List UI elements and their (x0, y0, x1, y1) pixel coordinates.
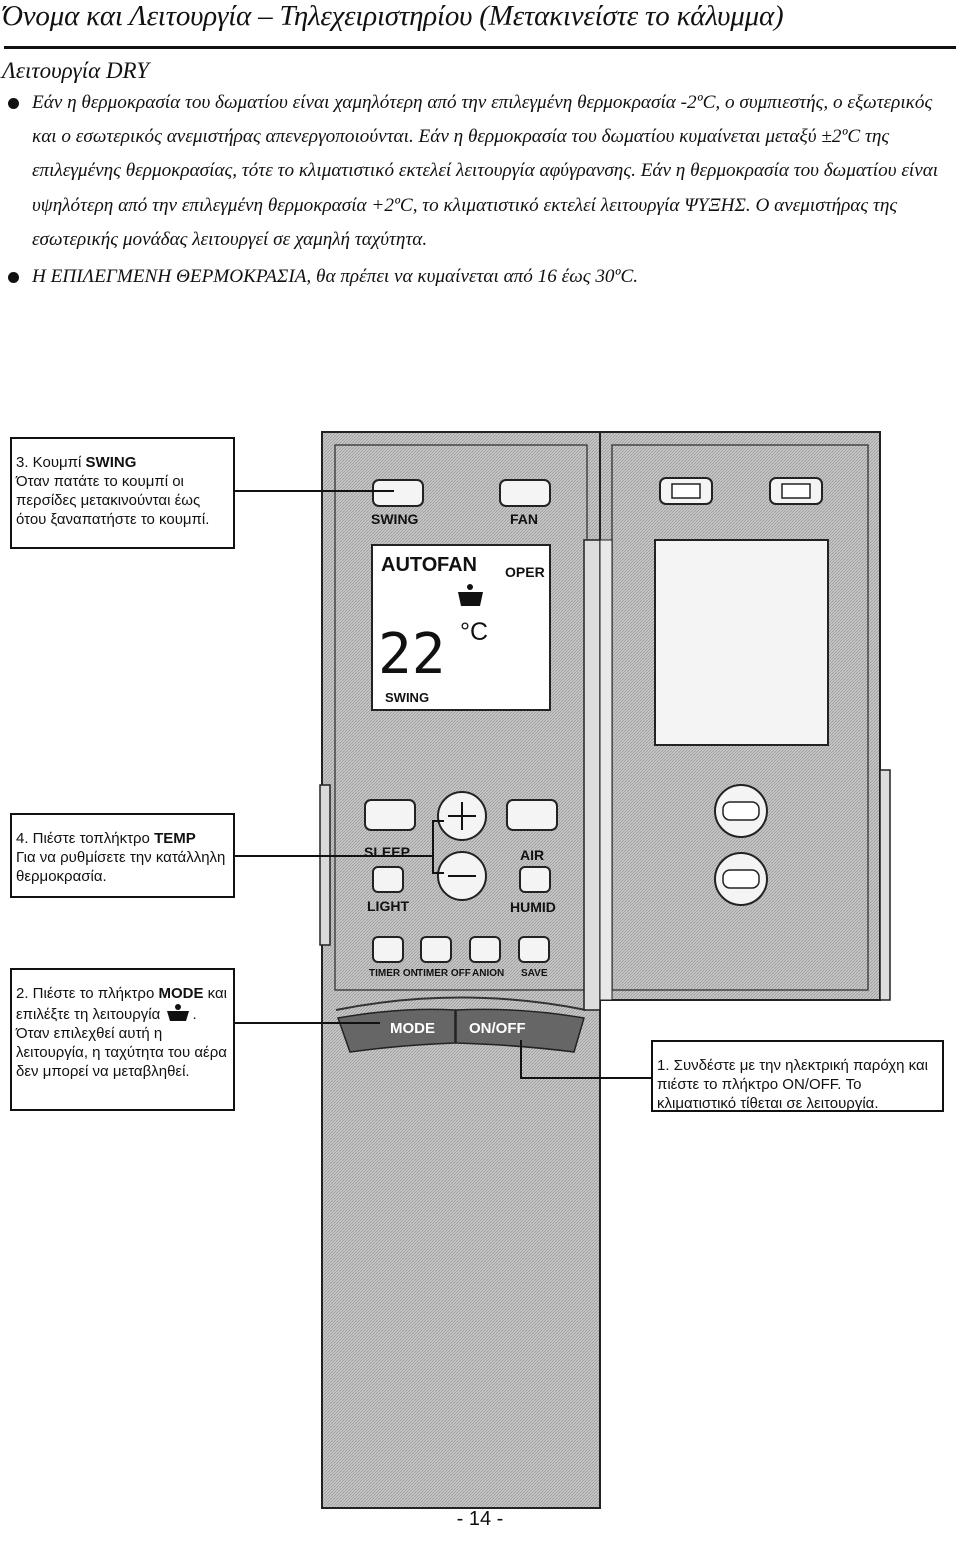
swing-button-label: SWING (371, 511, 419, 527)
temp-leader-line (234, 855, 434, 857)
bullet-dry-behavior: Εάν η θερμοκρασία του δωματίου είναι χαμ… (0, 86, 958, 257)
title-divider (4, 46, 956, 49)
save-button[interactable] (518, 936, 550, 963)
dry-mode-icon (458, 584, 483, 606)
dry-mode-icon (167, 1004, 190, 1021)
anion-button[interactable] (469, 936, 501, 963)
callout-swing-key: SWING (85, 454, 137, 471)
timer-on-button[interactable] (372, 936, 404, 963)
timer-off-label: TIMER OFF (417, 968, 471, 979)
page-number: - 14 - (456, 1508, 504, 1530)
callout-temp: 4. Πιέστε τοπλήκτρο TEMP Για να ρυθμίσετ… (10, 813, 235, 898)
cover-hinge-icon (714, 784, 768, 906)
mode-button-label: MODE (390, 1020, 435, 1037)
on-off-button[interactable] (455, 1008, 585, 1053)
timer-on-label: TIMER ON (369, 968, 418, 979)
on-off-button-label: ON/OFF (469, 1020, 526, 1037)
bullet-temperature-range: Η ΕΠΙΛΕΓΜΕΝΗ ΘΕΡΜΟΚΡΑΣΙΑ, θα πρέπει να κ… (0, 260, 958, 294)
lcd-oper-text: OPER (505, 564, 545, 580)
air-button[interactable] (506, 799, 558, 831)
onoff-leader-vertical (520, 1040, 522, 1078)
temp-leader-vertical-2 (432, 856, 434, 873)
light-button[interactable] (372, 866, 404, 893)
fan-button-label: FAN (510, 511, 538, 527)
lcd-temperature-unit: °C (460, 618, 488, 646)
save-label: SAVE (521, 968, 548, 979)
callout-mode-text: Όταν επιλεχθεί αυτή η λειτουργία, η ταχύ… (16, 1025, 227, 1080)
callout-mode-key: MODE (158, 985, 204, 1002)
plus-icon (448, 802, 476, 830)
sleep-button[interactable] (364, 799, 416, 831)
onoff-leader-line (520, 1077, 652, 1079)
instructions: Εάν η θερμοκρασία του δωματίου είναι χαμ… (0, 86, 958, 294)
mode-button[interactable] (336, 1008, 456, 1053)
swing-button[interactable] (372, 479, 424, 507)
temp-leader-vertical (432, 820, 434, 856)
lcd-display: AUTO FAN OPER 22 °C SWING (371, 544, 551, 711)
lcd-mode-text: AUTO (381, 554, 437, 576)
callout-temp-number: 4. Πιέστε τοπλήκτρο (16, 830, 155, 847)
callout-swing-number: 3. Κουμπί (16, 454, 86, 471)
page-title: Όνομα και Λειτουργία – Τηλεχειριστηρίου … (2, 0, 784, 32)
timer-off-button[interactable] (420, 936, 452, 963)
callout-onoff-text: 1. Συνδέστε με την ηλεκτρική παρόχη και … (657, 1057, 928, 1112)
callout-swing-text: Όταν πατάτε το κουμπί οι περσίδες μετακι… (16, 473, 210, 528)
mode-leader-line (234, 1022, 380, 1024)
anion-label: ANION (472, 968, 504, 979)
lcd-swing-text: SWING (385, 690, 429, 705)
humid-button[interactable] (519, 866, 551, 893)
callout-mode: 2. Πιέστε το πλήκτρο MODE και επιλέξτε τ… (10, 968, 235, 1111)
remote-cover (583, 431, 891, 1011)
temp-leader-up (432, 820, 444, 822)
battery-clip-icon (659, 477, 823, 505)
section-title: Λειτουργία DRY (2, 58, 149, 83)
temp-down-button[interactable] (437, 851, 487, 901)
callout-mode-pre: και επιλέξτε τη λειτουργία (16, 985, 227, 1023)
temp-leader-down (432, 872, 444, 874)
callout-temp-key: TEMP (154, 830, 196, 847)
light-button-label: LIGHT (367, 898, 409, 914)
callout-swing: 3. Κουμπί SWING Όταν πατάτε το κουμπί οι… (10, 437, 235, 549)
callout-mode-number: 2. Πιέστε το πλήκτρο (16, 985, 159, 1002)
air-button-label: AIR (520, 847, 544, 863)
humid-button-label: HUMID (510, 899, 556, 915)
lcd-fan-text: FAN (437, 554, 477, 576)
sleep-button-label: SLEEP (364, 844, 410, 860)
swing-leader-line (234, 490, 394, 492)
fan-button[interactable] (499, 479, 551, 507)
callout-onoff: 1. Συνδέστε με την ηλεκτρική παρόχη και … (651, 1040, 944, 1112)
temp-up-button[interactable] (437, 791, 487, 841)
callout-temp-text: Για να ρυθμίσετε την κατάλληλη θερμοκρασ… (16, 849, 226, 885)
lcd-temperature: 22 (378, 622, 445, 687)
